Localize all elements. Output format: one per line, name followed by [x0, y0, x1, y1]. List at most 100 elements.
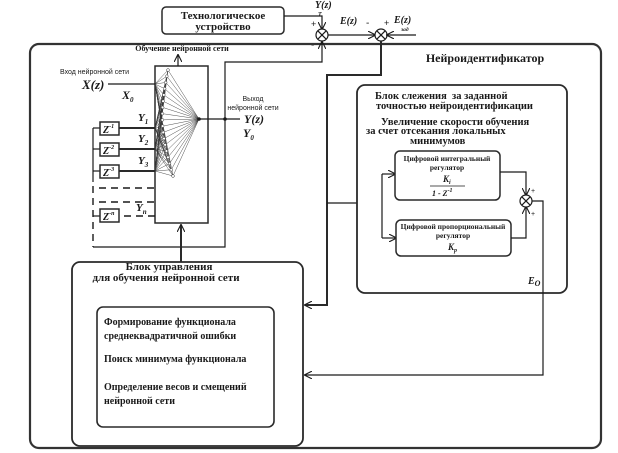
- nn-hidden-node: [167, 161, 172, 166]
- tracking-title-line2: точностью нейроидентификации: [376, 101, 533, 112]
- nn-connections: [154, 68, 201, 178]
- tracking-output-to-control-line: [305, 200, 544, 375]
- step-2-line1: Поиск минимума функционала: [104, 354, 246, 365]
- delay-block-1: Z-1: [93, 121, 155, 136]
- error-to-control-line: [305, 41, 382, 305]
- integral-output-line: [500, 171, 526, 195]
- j3-plus-sign-top: +: [531, 188, 535, 195]
- integral-label-line1: Цифровой интегральный: [404, 154, 491, 163]
- integral-label-line2: регулятор: [430, 163, 464, 172]
- yt-main: Y: [315, 0, 322, 11]
- nn-output-signal: Y(z): [244, 112, 264, 126]
- eo-label: EO: [527, 276, 541, 288]
- summing-junction-2: [374, 28, 388, 42]
- nn-input-connection: [154, 76, 167, 85]
- nn-input-connection: [154, 170, 174, 177]
- nn-output-connection: [162, 100, 200, 120]
- j3-plus-sign-bottom: +: [531, 211, 535, 218]
- neuroidentifier-frame: [28, 42, 603, 450]
- nn-input-connection: [154, 132, 164, 172]
- control-steps-box: [96, 306, 275, 428]
- nn-hidden-node: [164, 80, 168, 85]
- nn-input-connection: [154, 82, 166, 85]
- nn-output-connection: [166, 76, 200, 120]
- nn-input-connection: [154, 148, 169, 158]
- nn-input-connection: [154, 169, 172, 172]
- nn-input-connection: [154, 83, 164, 96]
- neural-network-block: [154, 65, 209, 224]
- proportional-output-line: [511, 207, 526, 239]
- yt-subscript: T: [318, 12, 322, 18]
- nn-hidden-node: [160, 118, 165, 122]
- step-1-line2: среднеквадратичной ошибки: [104, 331, 236, 342]
- nn-input-label: Вход нейронной сети: [60, 68, 129, 76]
- svg-text:Z-n: Z-n: [102, 211, 115, 223]
- e-signal-label: E(z): [339, 16, 357, 27]
- ezad-subscript: зад: [400, 26, 409, 33]
- delay-block-n: Z-n: [93, 208, 155, 223]
- tech-device-block: Технологическое устройство: [161, 6, 285, 35]
- nn-input-connection: [154, 157, 169, 172]
- nn-output-connection: [169, 118, 200, 164]
- nn-hidden-node: [171, 174, 175, 178]
- y1-label: Y1: [138, 112, 148, 126]
- nn-input-connection: [154, 126, 163, 172]
- tech-device-label-line2: устройство: [195, 21, 251, 33]
- integral-regulator-box: [394, 150, 501, 201]
- control-title-line1: Блок управления: [126, 261, 213, 273]
- nn-hidden-node: [166, 68, 170, 72]
- nn-output-connection: [163, 118, 200, 133]
- j1-plus-sign: +: [311, 19, 316, 29]
- control-title-line2: для обучения нейронной сети: [92, 272, 240, 284]
- nn-hidden-node: [161, 130, 165, 135]
- delay-block-2: Z-2: [93, 142, 155, 157]
- summing-junction-3: [519, 194, 533, 208]
- nn-input-connection: [154, 144, 166, 172]
- nn-input-connection: [154, 69, 169, 85]
- feedback-bus-bottom: [93, 119, 226, 248]
- nn-hidden-node: [162, 136, 166, 141]
- nn-output-connection: [162, 107, 200, 120]
- proportional-regulator: Цифровой пропорциональный регулятор Kp: [395, 219, 512, 257]
- nn-output-connection: [162, 118, 200, 121]
- nn-output-connection: [165, 82, 200, 120]
- nn-output-connection: [164, 88, 200, 120]
- nn-output-to-junction-line: [224, 42, 322, 119]
- nn-output-label-line2: нейронной сети: [227, 104, 278, 112]
- j2-plus-sign: +: [384, 18, 389, 28]
- y0-label: Y0: [243, 126, 254, 142]
- tracking-title-line1: Блок слежения за заданной: [375, 91, 508, 102]
- yt-signal-line: [284, 15, 322, 29]
- integral-denominator: 1 - Z-1: [432, 188, 453, 198]
- nn-hidden-node: [163, 143, 167, 147]
- nn-hidden-node: [166, 155, 170, 159]
- nn-hidden-node: [160, 105, 165, 110]
- nn-hidden-node: [165, 74, 169, 78]
- y3-label: Y3: [138, 155, 149, 169]
- nn-input-connection: [154, 83, 165, 89]
- nn-input-connection: [154, 83, 174, 177]
- nn-hidden-node: [169, 168, 173, 172]
- step-1-line1: Формирование функционала: [104, 317, 236, 328]
- nn-output-connection: [163, 118, 200, 139]
- step-3-line1: Определение весов и смещений: [104, 382, 247, 393]
- j1-minus-sign: -: [311, 40, 314, 51]
- nn-hidden-node: [162, 93, 166, 97]
- yt-arg: (z): [321, 0, 332, 11]
- nn-output-connection: [162, 118, 200, 127]
- nn-input-connection: [154, 163, 170, 172]
- delay-block-3: Z-3: [93, 164, 155, 179]
- nn-hidden-node: [161, 124, 165, 128]
- nn-output-connection: [166, 118, 200, 152]
- nn-output-label-line1: Выход: [243, 96, 264, 103]
- proportional-label-line2: регулятор: [436, 231, 470, 240]
- training-label: Обучение нейронной сети: [135, 44, 229, 53]
- nn-output-connection: [162, 113, 200, 120]
- x0-label: X0: [121, 88, 134, 104]
- nn-output-connection: [171, 118, 200, 170]
- nn-input-connection: [154, 138, 165, 172]
- integral-regulator: Цифровой интегральный регулятор Ki 1 - Z…: [394, 150, 501, 201]
- ezad-signal-label: E(z): [393, 15, 411, 26]
- proportional-label-line1: Цифровой пропорциональный: [401, 222, 506, 231]
